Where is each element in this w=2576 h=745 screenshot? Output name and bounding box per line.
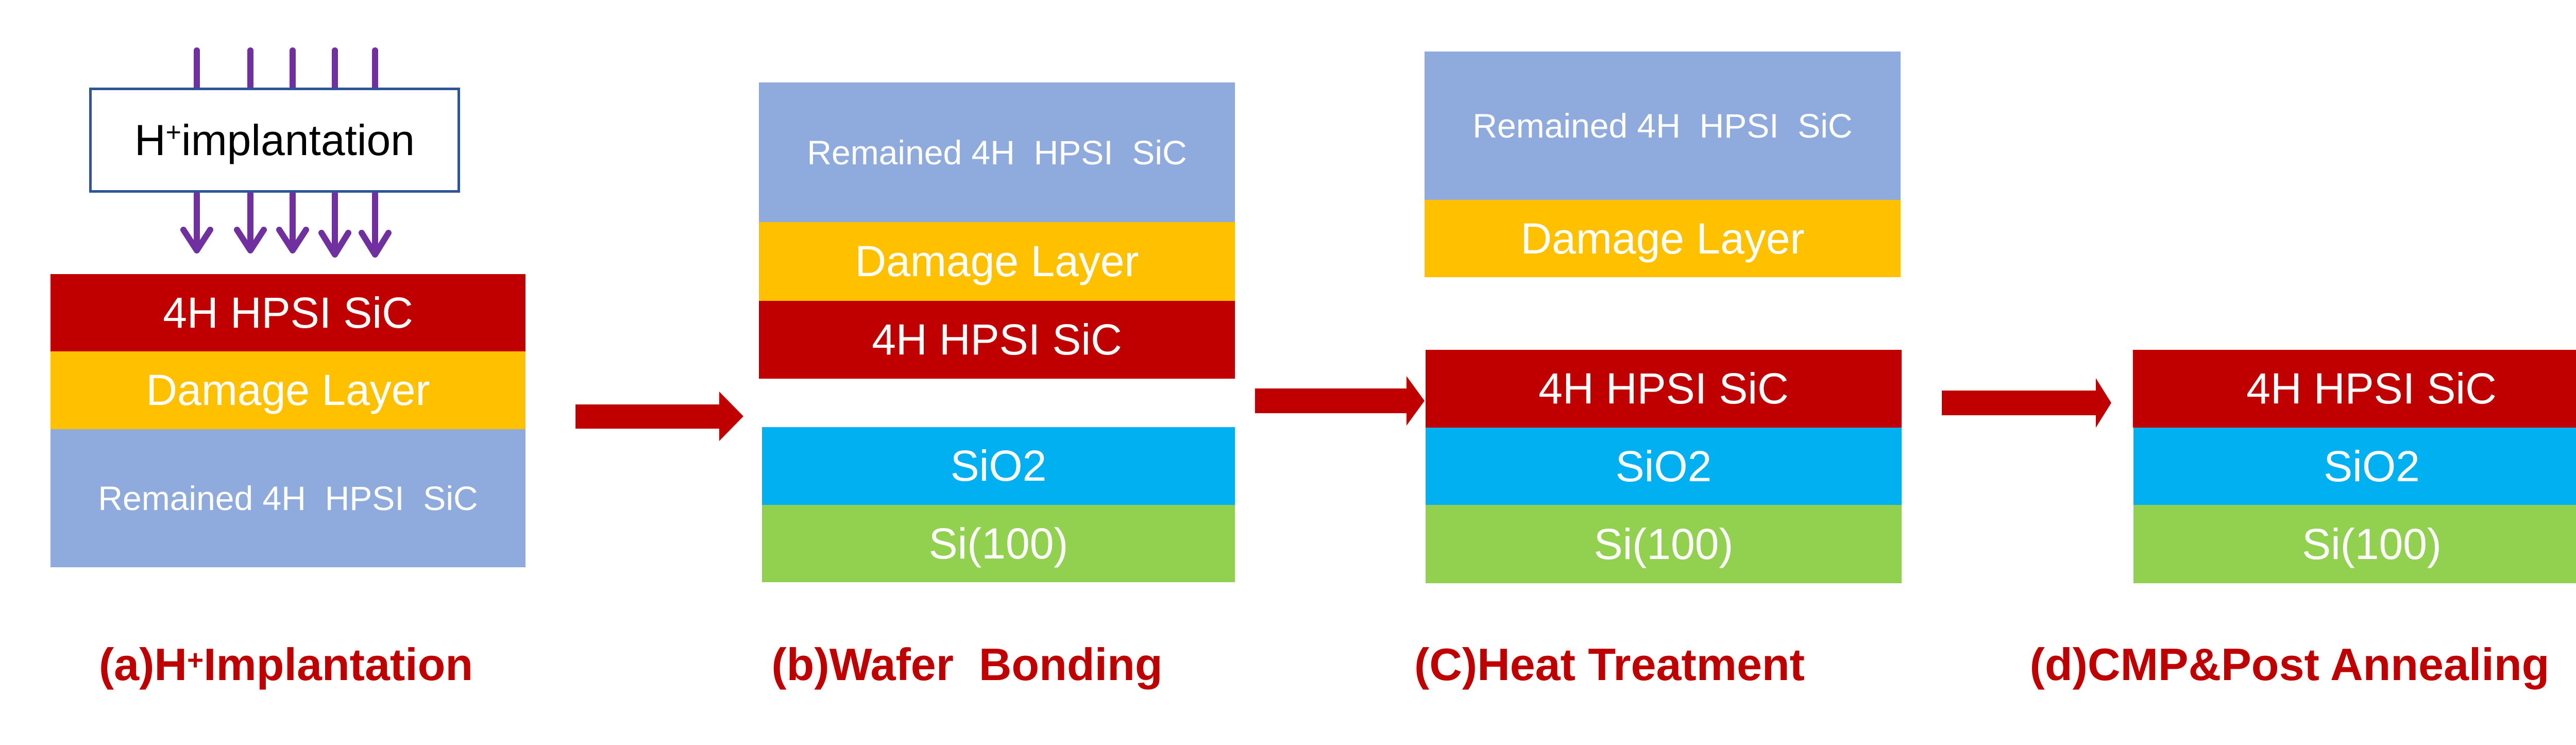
layer-damage: Damage Layer [1425,200,1901,277]
layer-remained-sic: Remained 4H HPSI SiC [759,82,1235,222]
layer-4h-hpsi-sic: 4H HPSI SiC [1426,350,1902,428]
ion-arrow-down-icon [318,191,351,258]
caption-a: (a)H+Implantation [99,636,473,693]
layer-si100: Si(100) [2133,505,2576,583]
layer-si100: Si(100) [1426,505,1902,583]
layer-4h-hpsi-sic: 4H HPSI SiC [759,301,1235,379]
layer-sio2: SiO2 [1426,428,1902,505]
process-arrow-a-to-b [575,392,743,441]
caption-c: (C)Heat Treatment [1414,639,1805,690]
h-implantation-box: H+implantation [89,88,460,193]
caption-a-superscript: + [187,644,204,676]
layer-4h-hpsi-sic: 4H HPSI SiC [50,274,526,351]
layer-4h-hpsi-sic: 4H HPSI SiC [2133,350,2576,428]
layer-remained-sic: Remained 4H HPSI SiC [50,429,526,567]
implant-label-rest: implantation [181,115,415,164]
layer-sio2: SiO2 [762,427,1235,505]
layer-si100: Si(100) [762,505,1235,582]
process-arrow-b-to-c [1255,376,1425,426]
ion-arrow-down-icon [359,191,392,258]
ion-arrow-down-icon [180,191,213,253]
implant-superscript: + [165,117,182,147]
ion-arrow-down-icon [276,191,309,253]
ion-arrow-down-icon [234,191,267,253]
implant-label: H [134,115,166,164]
layer-sio2: SiO2 [2133,428,2576,505]
caption-a-prefix: (a)H [98,639,187,690]
layer-damage: Damage Layer [759,222,1235,301]
caption-b: (b)Wafer Bonding [771,639,1163,690]
layer-remained-sic: Remained 4H HPSI SiC [1425,52,1901,200]
layer-damage: Damage Layer [50,351,526,429]
caption-d: (d)CMP&Post Annealing [2029,639,2550,690]
caption-a-rest: Implantation [204,639,473,690]
process-arrow-c-to-d [1942,378,2111,428]
